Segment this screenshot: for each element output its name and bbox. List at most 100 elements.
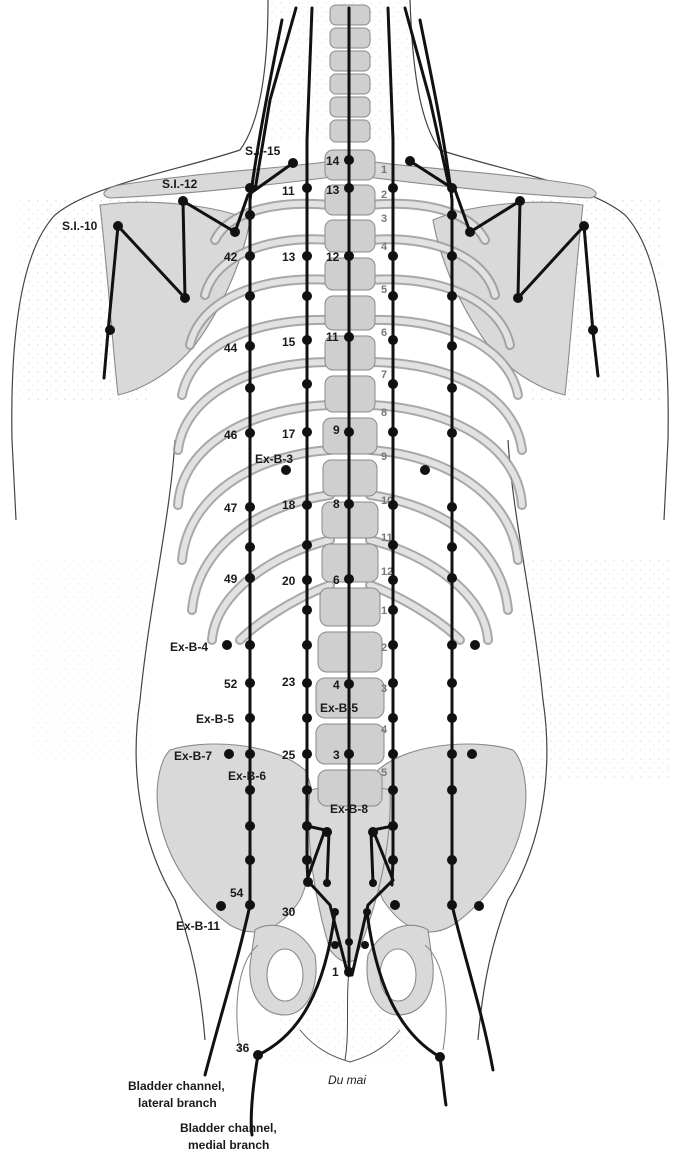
point-dot [447, 785, 457, 795]
t-vertebra-label: 8 [381, 407, 387, 419]
point-dot [368, 827, 378, 837]
label-d14: 14 [326, 154, 340, 168]
point-dot [303, 877, 313, 887]
caption-lateral-line1: Bladder channel, [128, 1079, 225, 1093]
point-dot [302, 678, 312, 688]
label-exb7: Ex-B-7 [174, 749, 212, 763]
point-dot [105, 325, 115, 335]
label-exb5a: Ex-B-5 [196, 712, 234, 726]
label-d11: 11 [326, 330, 339, 344]
point-dot [322, 827, 332, 837]
point-dot [465, 227, 475, 237]
label-b15: 15 [282, 335, 296, 349]
label-b30: 30 [282, 905, 296, 919]
point-dot [288, 158, 298, 168]
point-dot [363, 908, 371, 916]
label-b47: 47 [224, 501, 238, 515]
point-dot [388, 749, 398, 759]
point-dot [178, 196, 188, 206]
point-dot [513, 293, 523, 303]
point-dot [302, 640, 312, 650]
label-d13: 13 [326, 183, 340, 197]
point-dot [447, 640, 457, 650]
point-dot [447, 749, 457, 759]
point-dot [388, 821, 398, 831]
point-dot [579, 221, 589, 231]
point-dot [388, 713, 398, 723]
point-dot [245, 573, 255, 583]
point-dot [447, 291, 457, 301]
point-dot [474, 901, 484, 911]
point-dot [447, 341, 457, 351]
point-dot [344, 574, 354, 584]
point-dot [224, 749, 234, 759]
point-dot [302, 749, 312, 759]
l-vertebra-label: 5 [381, 767, 387, 779]
point-dot [388, 678, 398, 688]
point-dot [447, 713, 457, 723]
point-dot [331, 908, 339, 916]
point-dot [245, 678, 255, 688]
point-dot [113, 221, 123, 231]
point-dot [245, 428, 255, 438]
point-dot [345, 938, 353, 946]
point-dot [245, 713, 255, 723]
point-dot [245, 210, 255, 220]
point-dot [344, 183, 354, 193]
label-b20: 20 [282, 574, 296, 588]
label-d9: 9 [333, 423, 340, 437]
point-dot [388, 379, 398, 389]
point-dot [388, 183, 398, 193]
label-d12: 12 [326, 250, 340, 264]
point-dot [470, 640, 480, 650]
label-b52: 52 [224, 677, 238, 691]
label-b23: 23 [282, 675, 296, 689]
point-dot [390, 900, 400, 910]
t-vertebra-label: 4 [381, 241, 388, 253]
point-dot [388, 575, 398, 585]
label-d8: 8 [333, 497, 340, 511]
t-vertebra-label: 3 [381, 213, 387, 225]
caption-medial-line2: medial branch [188, 1138, 269, 1152]
point-dot [435, 1052, 445, 1062]
point-dot [302, 785, 312, 795]
caption-du-mai: Du mai [328, 1073, 366, 1087]
point-dot [302, 713, 312, 723]
point-dot [344, 155, 354, 165]
point-dot [420, 465, 430, 475]
label-b17: 17 [282, 427, 296, 441]
point-dot [447, 251, 457, 261]
point-dot [245, 383, 255, 393]
point-dot [447, 502, 457, 512]
point-dot [388, 335, 398, 345]
point-dot [467, 749, 477, 759]
label-exb4: Ex-B-4 [170, 640, 208, 654]
point-dot [361, 941, 369, 949]
point-dot [515, 196, 525, 206]
l-vertebra-label: 1 [381, 605, 387, 617]
point-dot [281, 465, 291, 475]
point-dot [245, 291, 255, 301]
label-exb6: Ex-B-6 [228, 769, 266, 783]
point-dot [344, 499, 354, 509]
label-exb11: Ex-B-11 [176, 919, 220, 933]
point-dot [447, 183, 457, 193]
label-d6: 6 [333, 573, 340, 587]
point-dot [253, 1050, 263, 1060]
point-dot [302, 251, 312, 261]
label-b13: 13 [282, 250, 296, 264]
point-dot [245, 542, 255, 552]
label-b36: 36 [236, 1041, 250, 1055]
point-dot [302, 821, 312, 831]
point-dot [388, 427, 398, 437]
point-dot [302, 855, 312, 865]
label-d1: 1 [332, 965, 339, 979]
l-vertebra-label: 4 [381, 724, 388, 736]
point-dot [344, 967, 354, 977]
point-dot [331, 941, 339, 949]
point-dot [302, 291, 312, 301]
point-dot [388, 251, 398, 261]
label-si15: S.I.-15 [245, 144, 281, 158]
point-dot [245, 502, 255, 512]
